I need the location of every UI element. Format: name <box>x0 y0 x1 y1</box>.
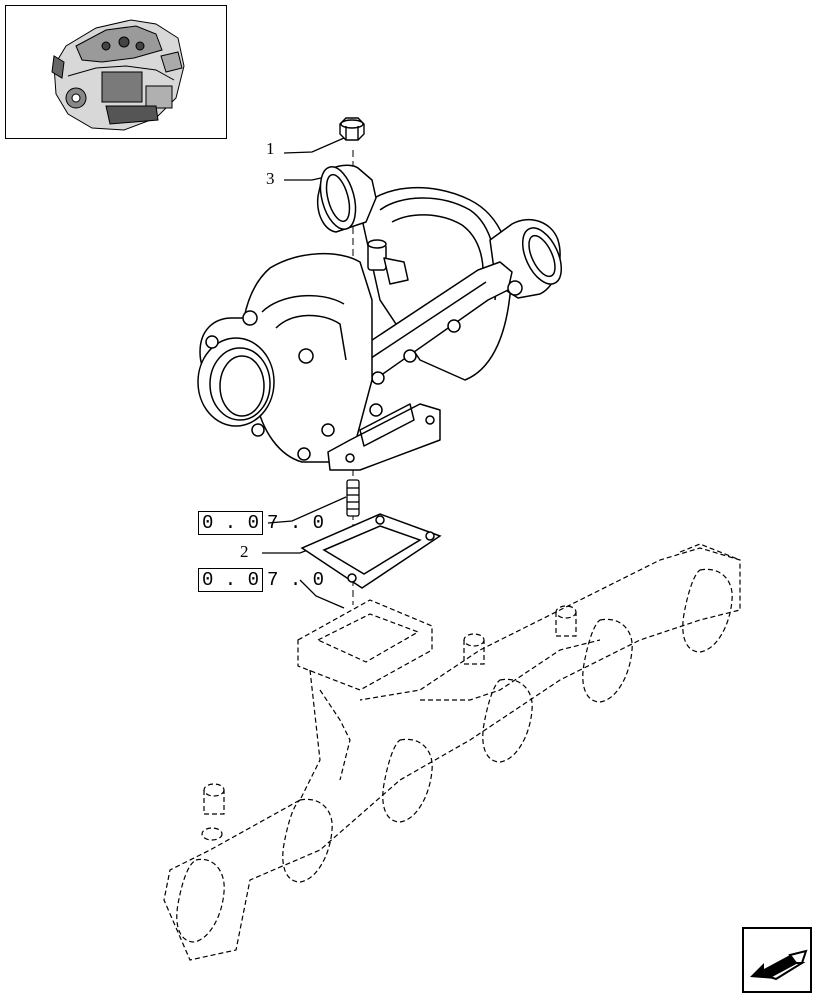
callout-3: 3 <box>266 169 275 188</box>
next-page-arrow-icon <box>750 949 808 981</box>
stud-part <box>346 479 360 517</box>
next-page-button[interactable] <box>742 927 812 993</box>
engine-thumbnail-icon <box>51 19 185 131</box>
cross-reference-1[interactable]: 0 . 0 7 . 0 <box>198 510 324 536</box>
engine-thumbnail <box>5 5 227 139</box>
callout-1: 1 <box>266 139 275 158</box>
leader-line-ref-1 <box>267 496 347 524</box>
callout-2: 2 <box>240 542 249 561</box>
reference-code-tail[interactable]: 7 . 0 <box>267 569 325 591</box>
cross-reference-2[interactable]: 0 . 0 7 . 0 <box>198 567 324 593</box>
turbocharger-part <box>197 164 563 471</box>
nut-part <box>339 117 365 141</box>
exhaust-manifold <box>163 543 741 961</box>
reference-code-boxed[interactable]: 0 . 0 <box>198 511 264 535</box>
leader-line-ref-2 <box>299 579 345 609</box>
gasket-part <box>300 513 442 589</box>
reference-code-tail[interactable]: 7 . 0 <box>267 512 325 534</box>
leader-line-1 <box>283 137 345 154</box>
reference-code-boxed[interactable]: 0 . 0 <box>198 568 264 592</box>
